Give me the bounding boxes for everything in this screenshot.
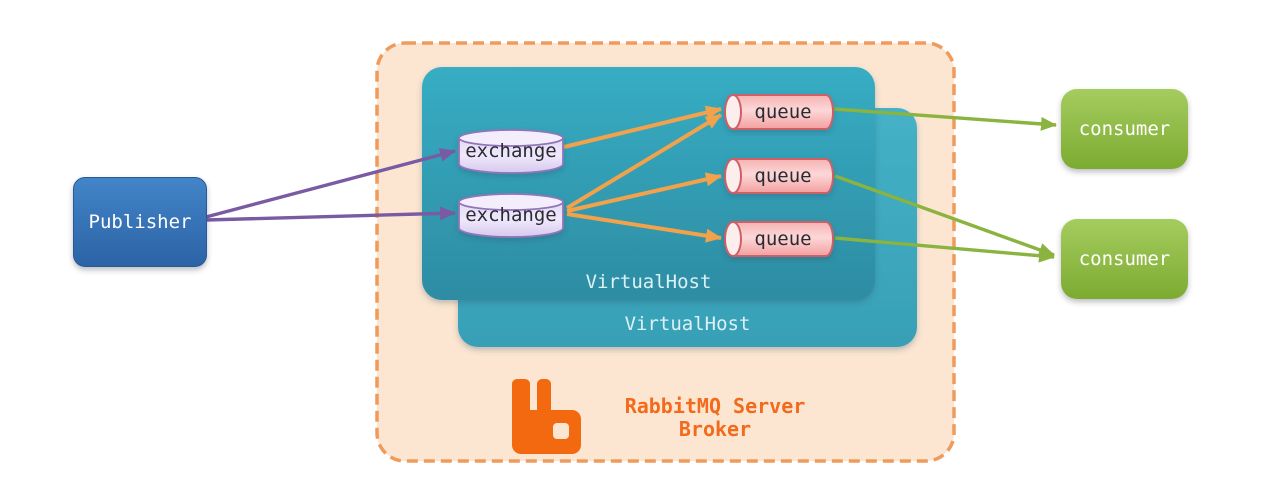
arrow-queue-2-to-consumer-2 — [834, 174, 1055, 257]
exchange-cylinder-1 — [458, 129, 564, 174]
publisher-node: Publisher — [73, 177, 207, 267]
publisher-label: Publisher — [88, 211, 192, 233]
cylinder-cap-ellipse — [724, 221, 742, 257]
cylinder-cap-ellipse — [724, 94, 742, 130]
rabbitmq-logo-icon — [512, 379, 581, 454]
exchange-cylinder-2 — [458, 193, 564, 238]
consumer-node-2: consumer — [1061, 219, 1188, 299]
cylinder-cap-ellipse — [724, 158, 742, 194]
arrow-publisher-to-exchange-2 — [205, 206, 456, 222]
arrow-queue-1-to-consumer-1 — [833, 107, 1057, 131]
arrow-exchange-2-to-queue-3 — [566, 212, 722, 243]
consumer-label-2: consumer — [1078, 248, 1171, 270]
queue-cylinder-2 — [724, 158, 834, 194]
arrow-queue-3-to-consumer-2 — [834, 236, 1055, 263]
arrow-publisher-to-exchange-1 — [205, 148, 456, 219]
cylinder-top-ellipse — [458, 193, 564, 211]
consumer-label-1: consumer — [1078, 118, 1171, 140]
arrow-exchange-2-to-queue-2 — [566, 172, 722, 213]
consumer-node-1: consumer — [1061, 89, 1188, 169]
arrow-exchange-1-to-queue-1 — [563, 105, 722, 149]
queue-cylinder-3 — [724, 221, 834, 257]
arrow-exchange-2-to-queue-1 — [565, 113, 723, 210]
queue-cylinder-1 — [724, 94, 834, 130]
cylinder-top-ellipse — [458, 129, 564, 147]
